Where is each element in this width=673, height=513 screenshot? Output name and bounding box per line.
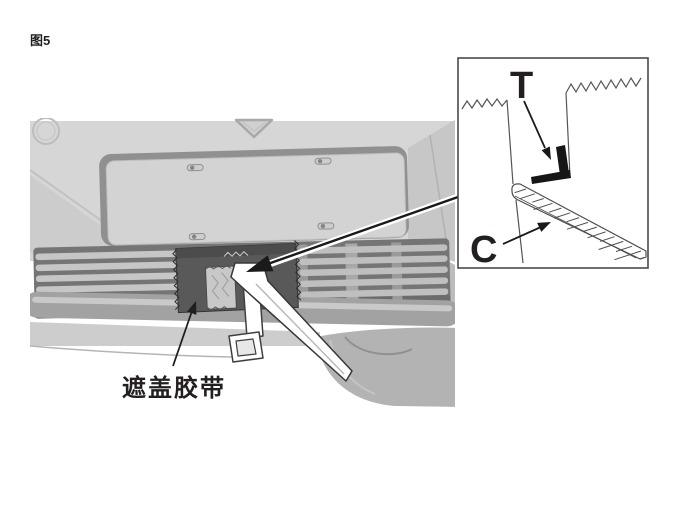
pull-strap-loop	[228, 331, 264, 363]
side-panel	[408, 120, 455, 262]
t-callout: T	[510, 65, 551, 160]
leader-arrow-icon	[246, 255, 274, 272]
masking-tape-callout: 遮盖胶带	[122, 301, 226, 402]
figure-label: 图5	[30, 33, 50, 48]
screw-slot	[314, 157, 332, 165]
blade-serrations	[514, 188, 642, 261]
screw-slot	[317, 222, 335, 230]
t-arrow-icon	[541, 146, 551, 160]
label-c: C	[470, 229, 497, 271]
screw-slot	[186, 164, 204, 172]
inset-detail-box: T C	[457, 57, 649, 271]
label-t: T	[510, 65, 533, 107]
tape-corner-mark	[531, 145, 571, 184]
c-callout: C	[470, 222, 551, 271]
torn-edge-right	[565, 76, 642, 178]
license-plate-recess	[99, 146, 409, 246]
vehicle-rear-view	[30, 118, 455, 407]
inner-tape-piece	[205, 264, 237, 311]
emblem	[234, 118, 274, 139]
c-arrow-icon	[537, 222, 551, 232]
masking-tape-arrow-icon	[187, 301, 197, 315]
tape-crinkle-edge-left	[172, 249, 180, 311]
masking-tape-label: 遮盖胶带	[122, 374, 226, 402]
torn-edge-left	[461, 97, 524, 264]
screw-slot	[188, 232, 206, 241]
bumper-lower-strip	[30, 322, 320, 346]
camera-ring	[32, 118, 60, 145]
serrated-blade	[511, 183, 647, 261]
leader-line	[246, 193, 460, 272]
tape-crinkle-edge-right	[294, 240, 302, 301]
